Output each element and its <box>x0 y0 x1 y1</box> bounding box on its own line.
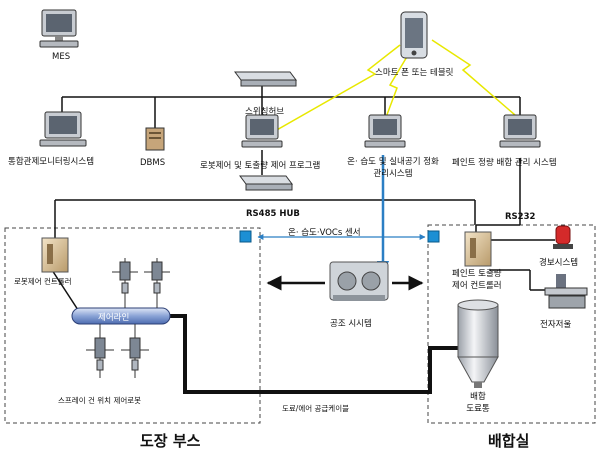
robot-controller-icon <box>41 237 69 273</box>
spray-robot-lower-2 <box>121 324 149 378</box>
env-sensor-label: 온· 습도·VOCs 센서 <box>288 228 361 238</box>
supply-cable-label: 도료/에어 공급케이블 <box>282 404 350 413</box>
mixing-room-title: 배합실 <box>488 432 530 450</box>
mixing-tank-label: 배합 도료통 <box>455 390 501 414</box>
paint-management-label: 페인트 정량 배합 관리 시스템 <box>452 158 557 168</box>
scale-label: 전자저울 <box>540 320 572 330</box>
air-management-label-line1: 온· 습도 및 실내공기 정화 <box>347 157 439 167</box>
rs485-hub-label: RS485 HUB <box>246 209 300 219</box>
dbms-label: DBMS <box>140 158 166 168</box>
air-management-label: 온· 습도 및 실내공기 정화 관리시스템 <box>333 155 453 179</box>
supply-cable-line <box>170 314 460 394</box>
alarm-light-icon <box>553 225 573 249</box>
wireless-link-mid <box>384 54 409 121</box>
scale-icon <box>544 274 588 309</box>
smart-device-label: 스마트 폰 또는 테블릿 <box>375 68 454 78</box>
control-line-pipe <box>71 307 171 325</box>
integrated-monitoring-computer-icon <box>39 111 87 147</box>
paint-controller-label: 페인트 토출량 제어 컨트롤러 <box>452 267 502 291</box>
smartphone-icon <box>400 11 428 59</box>
mes-computer-icon <box>39 9 79 48</box>
mixing-tank-label-line2: 도료통 <box>466 404 490 414</box>
spray-robot-lower-1 <box>86 324 114 378</box>
dbms-server-icon <box>145 127 165 151</box>
robot-program-label: 로봇제어 및 토출량 제어 프로그램 <box>200 161 321 171</box>
air-management-label-line2: 관리시스템 <box>373 169 413 179</box>
air-management-computer-icon <box>364 114 406 148</box>
paint-controller-icon <box>464 231 492 267</box>
integrated-monitoring-label: 통합관제모니터링시스템 <box>8 157 95 167</box>
mixing-tank-icon <box>457 299 499 388</box>
paint-controller-label-line2: 제어 컨트롤러 <box>452 281 502 291</box>
rs232-label: RS232 <box>505 212 536 222</box>
rs485-hub-icon <box>239 175 293 191</box>
network-lines <box>54 82 555 291</box>
mixing-tank-label-line1: 배합 <box>470 392 486 402</box>
sensor-box-right <box>427 230 440 243</box>
spray-robot-label: 스프레이 건 위치 제어로봇 <box>58 396 142 405</box>
hvac-label: 공조 시시템 <box>330 319 372 329</box>
wireless-link-right <box>431 39 516 116</box>
control-line-label: 제어라인 <box>98 313 130 323</box>
spray-robot-upper-2 <box>144 258 170 308</box>
switching-hub-label: 스위칭허브 <box>245 107 285 117</box>
hvac-unit-icon <box>329 261 389 301</box>
alarm-label: 경보시스템 <box>539 258 579 268</box>
robot-program-computer-icon <box>241 114 283 148</box>
paint-management-computer-icon <box>499 114 541 148</box>
spray-robot-upper-1 <box>112 258 138 308</box>
paint-booth-zone <box>4 227 261 424</box>
controller-link <box>51 269 81 314</box>
wireless-link-left <box>267 44 401 136</box>
robot-controller-label: 로봇제어 컨트롤러 <box>14 277 72 286</box>
paint-booth-title: 도장 부스 <box>140 432 201 450</box>
paint-controller-label-line1: 페인트 토출량 <box>452 269 502 279</box>
sensor-box-left <box>239 230 252 243</box>
mixing-room-zone <box>427 224 596 424</box>
switching-hub-icon <box>234 71 297 87</box>
mes-label: MES <box>52 52 71 62</box>
